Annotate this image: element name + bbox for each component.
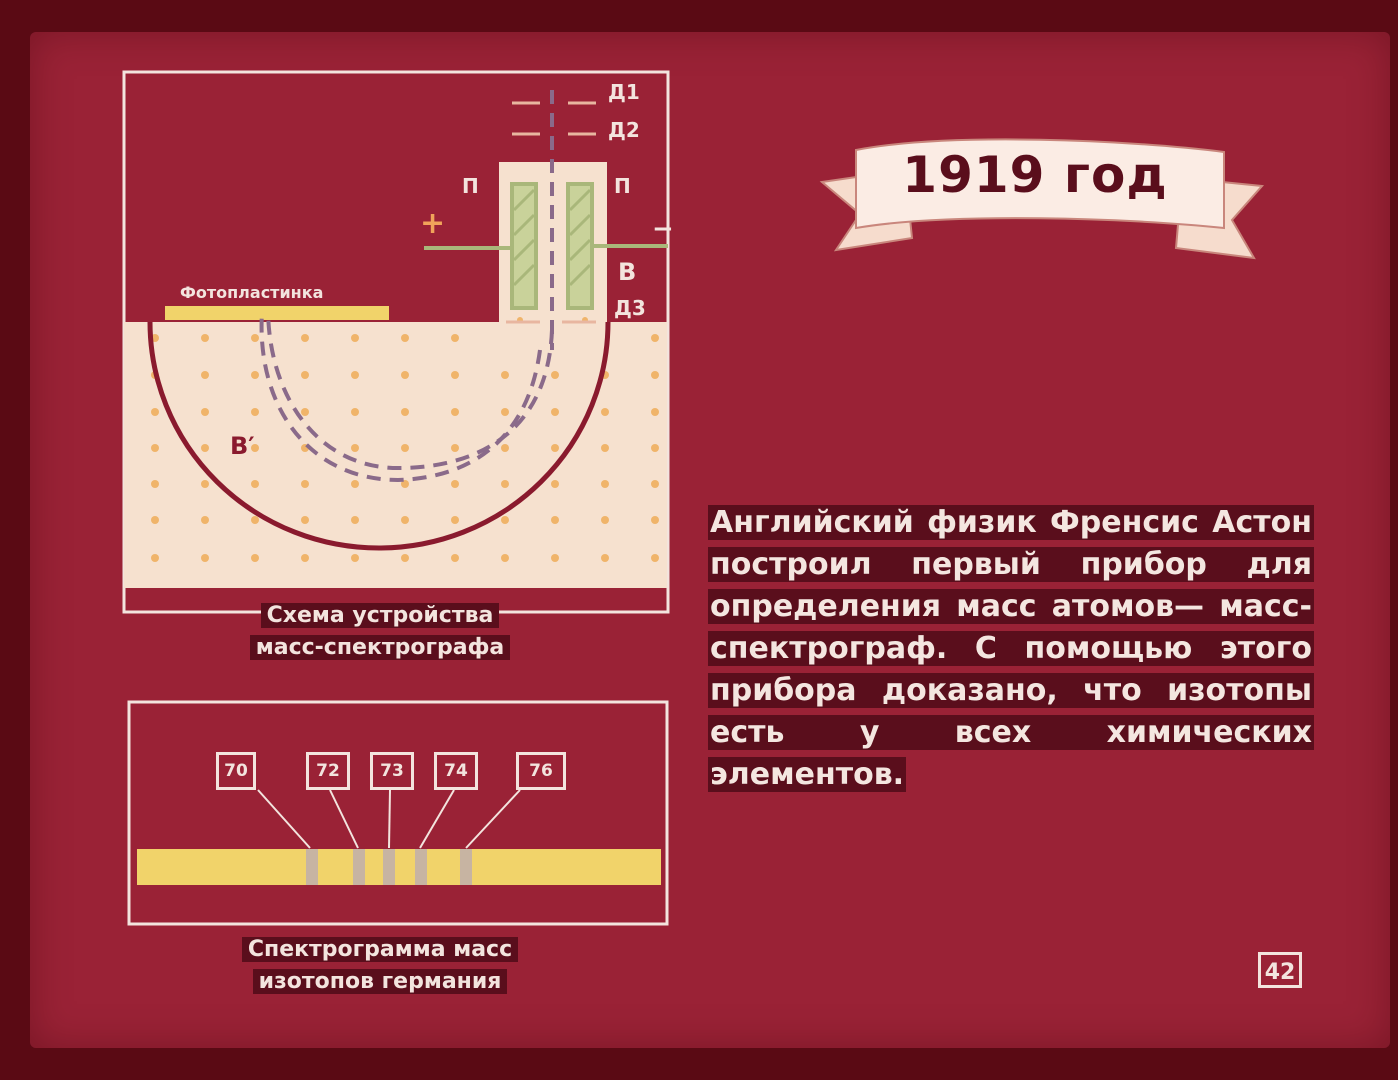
mass-label-72: 72: [306, 752, 350, 790]
plate-label: Фотопластинка: [180, 283, 324, 302]
mass-label-70: 70: [216, 752, 256, 790]
ion-beam: [259, 90, 554, 483]
diagram-caption-line2: масс-спектрографа: [249, 634, 511, 660]
leader-lines: [257, 789, 521, 849]
spectrogram-outline: [127, 700, 669, 926]
label-p-left: П: [462, 174, 479, 198]
label-b-prime: В′: [230, 432, 255, 460]
label-d2: Д2: [608, 118, 640, 142]
label-d3: Д3: [614, 296, 646, 320]
label-b: В: [618, 258, 637, 286]
magnetic-field-area: [124, 322, 667, 588]
magnet-boundary: [147, 321, 611, 551]
diagram-caption-line1: Схема устройства: [260, 603, 500, 628]
banner-ribbon: [855, 138, 1225, 230]
page-number: 42: [1258, 952, 1302, 988]
spectrogram-caption-line2: изотопов германия: [252, 968, 508, 994]
diaphragms: [506, 101, 596, 324]
field-dots: [151, 187, 659, 562]
description-paragraph: Английский физик Френсис Астон построил …: [708, 502, 1314, 796]
label-plus: +: [420, 206, 446, 241]
diagram-caption: Схема устройства масс-спектрографа: [160, 600, 600, 664]
spectral-lines: [306, 849, 472, 885]
mass-label-76: 76: [516, 752, 566, 790]
mass-label-74: 74: [434, 752, 478, 790]
photographic-plate: [165, 306, 389, 320]
spectrogram-caption: Спектрограмма масс изотопов германия: [160, 934, 600, 998]
spectrogram-caption-line1: Спектрограмма масс: [241, 937, 519, 962]
year-title: 1919 год: [902, 146, 1168, 204]
label-p-right: П: [614, 174, 631, 198]
mass-label-73: 73: [370, 752, 414, 790]
spectrogram-strip: [137, 849, 661, 885]
plate-hatching: [512, 188, 592, 287]
label-d1: Д1: [608, 80, 640, 104]
description-text: Английский физик Френсис Астон построил …: [708, 505, 1314, 792]
label-minus: −: [652, 214, 674, 244]
